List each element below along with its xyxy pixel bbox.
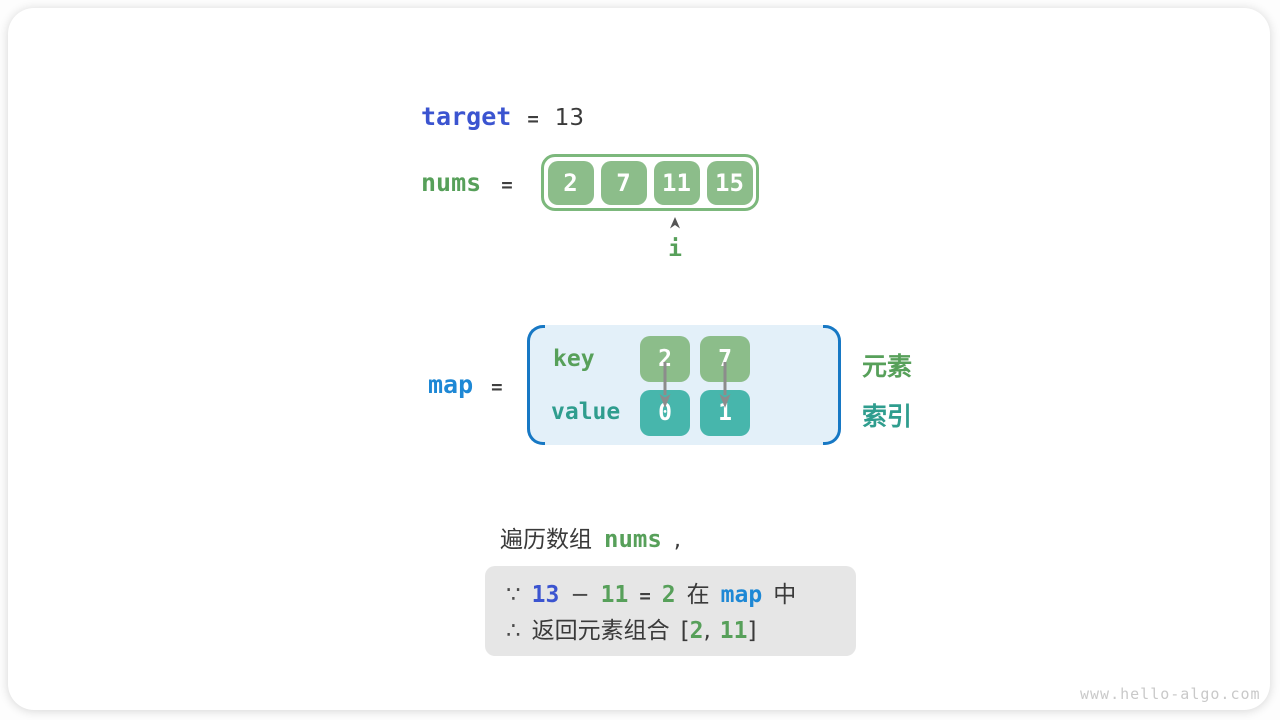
map-element-annotation: 元素 (862, 352, 913, 381)
map-index-annotation: 索引 (862, 402, 913, 431)
because-symbol: ∵ (506, 582, 521, 608)
map-label: map (428, 370, 474, 399)
nums-array-container: 2 7 11 15 (541, 154, 759, 211)
site-watermark: www.hello-algo.com (1080, 685, 1261, 703)
conclusion-return-text: 返回元素组合 (531, 618, 670, 644)
target-equals-sign: = (527, 108, 539, 130)
caption-row: 遍历数组 nums , (500, 520, 681, 554)
key-to-value-arrow-icon (718, 362, 732, 414)
conclusion-box: ∵ 13 − 11 = 2 在 map 中 ∴ 返回元素组合 [ 2 , 11 … (485, 566, 856, 656)
conclusion-suffix: 中 (773, 582, 797, 608)
close-bracket: ] (747, 618, 757, 644)
conclusion-in-word: 在 (686, 582, 710, 608)
result-second: 11 (719, 618, 748, 644)
conclusion-map-code: map (720, 582, 763, 608)
map-value-cell-1: 1 (700, 390, 750, 436)
open-bracket: [ (680, 618, 690, 644)
result-pair: [ 2 , 11 ] (681, 614, 757, 649)
nums-cell-3: 15 (706, 160, 753, 205)
map-equals-sign: = (491, 376, 503, 398)
nums-label: nums (421, 168, 482, 197)
result-first: 2 (689, 618, 704, 644)
target-value: 13 (554, 105, 585, 131)
nums-equals-sign: = (501, 174, 513, 196)
conclusion-line-1: ∵ 13 − 11 = 2 在 map 中 (506, 578, 856, 614)
conclusion-subtrahend: 11 (600, 582, 629, 608)
nums-cell-2: 11 (653, 160, 700, 205)
nums-label-row: nums = (421, 168, 513, 197)
conclusion-result: 2 (661, 582, 676, 608)
map-value-cell-0: 0 (640, 390, 690, 436)
nums-cell-1: 7 (600, 160, 647, 205)
map-key-row-label: key (553, 346, 595, 372)
map-left-bracket (527, 325, 545, 445)
index-pointer-label: i (668, 236, 682, 262)
conclusion-equals-sign: = (639, 585, 651, 607)
target-label: target (421, 102, 512, 131)
map-value-row-label: value (551, 399, 621, 425)
conclusion-line-2: ∴ 返回元素组合 [ 2 , 11 ] (506, 614, 856, 649)
caption-nums-code: nums (604, 525, 662, 553)
diagram-card: target = 13 nums = 2 7 11 15 i map = key (8, 8, 1270, 710)
result-comma: , (703, 618, 711, 644)
map-label-row: map = (428, 370, 503, 399)
map-right-bracket (823, 325, 841, 445)
minus-sign: − (570, 582, 590, 608)
therefore-symbol: ∴ (506, 618, 521, 644)
key-to-value-arrow-icon (658, 362, 672, 414)
caption-comma: , (673, 527, 682, 553)
nums-cell-0: 2 (547, 160, 594, 205)
index-pointer-caret-icon (668, 215, 682, 234)
target-row: target = 13 (421, 102, 584, 131)
map-container: key value 2 7 0 1 (527, 325, 841, 445)
caption-text: 遍历数组 (500, 527, 592, 553)
conclusion-target-value: 13 (531, 582, 560, 608)
